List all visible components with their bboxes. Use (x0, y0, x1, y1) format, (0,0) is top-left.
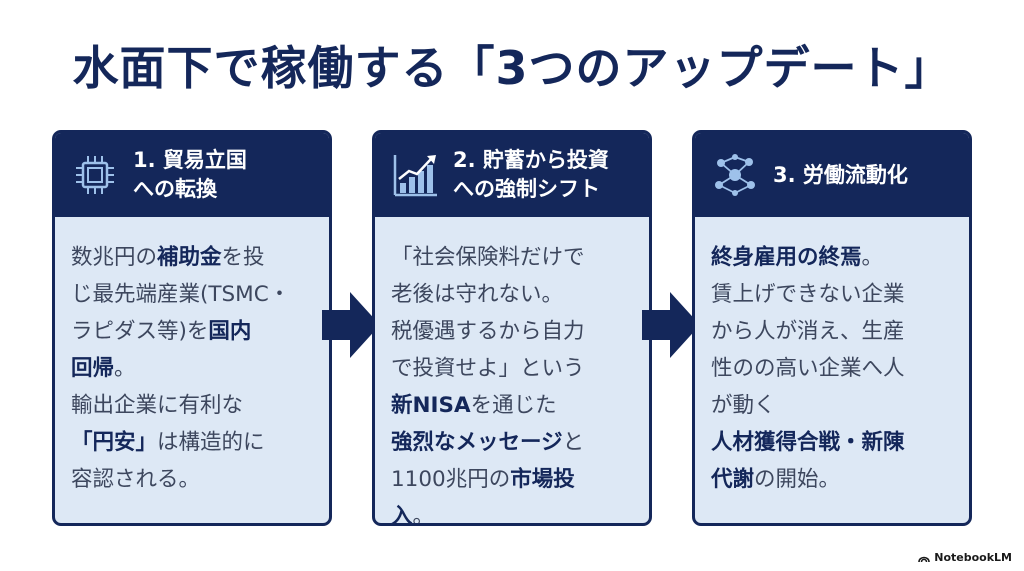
card-title: 1. 貿易立国 への転換 (133, 146, 321, 204)
body-text: 「社会保険料だけで (391, 245, 585, 270)
brand-badge: NotebookLM (918, 551, 1012, 564)
body-emphasis-text: 新NISA (391, 393, 471, 418)
card-body: 終身雇用の終焉。賃上げできない企業から人が消え、生産性のの高い企業へ人が動く人材… (711, 239, 963, 498)
card-savings-to-investment: 2. 貯蓄から投資 への強制シフト 「社会保険料だけで老後は守れない。税優遇する… (372, 130, 652, 526)
body-emphasis-text: 国内 (208, 319, 252, 344)
body-text: ラピダス等)を (71, 319, 209, 344)
body-emphasis-text: 終身雇用の終焉 (711, 245, 862, 270)
card-header: 1. 貿易立国 への転換 (55, 133, 329, 217)
body-emphasis-text: 補助金 (157, 245, 222, 270)
card-labor-mobility: 3. 労働流動化 終身雇用の終焉。賃上げできない企業から人が消え、生産性のの高い… (692, 130, 972, 526)
page-title: 水面下で稼働する「3つのアップデート」 (72, 41, 952, 95)
body-text: 賃上げできない企業 (711, 282, 905, 307)
card-body: 数兆円の補助金を投じ最先端産業(TSMC・ラピダス等)を国内回帰。輸出企業に有利… (71, 239, 323, 498)
body-text: 老後は守れない。 (391, 282, 564, 307)
body-emphasis-text: 「円安」 (71, 430, 158, 455)
body-text: の開始。 (754, 467, 841, 492)
body-text: 。 (114, 356, 136, 381)
card-title-line: 2. 貯蓄から投資 (453, 148, 609, 172)
body-emphasis-text: 強烈なメッセージ (391, 430, 563, 455)
arrow-right-icon (322, 292, 380, 358)
body-text: が動く (711, 393, 776, 418)
body-text: 。 (861, 245, 884, 270)
card-body: 「社会保険料だけで老後は守れない。税優遇するから自力で投資せよ」という新NISA… (391, 239, 643, 526)
arrow-right-icon (642, 292, 700, 358)
body-text: から人が消え、生産 (711, 319, 905, 344)
body-text: で投資せよ」という (391, 356, 585, 381)
body-text: は構造的に (157, 430, 265, 455)
card-header: 2. 貯蓄から投資 への強制シフト (375, 133, 649, 217)
chip-icon (76, 156, 114, 194)
body-text: 。 (412, 504, 435, 526)
card-header: 3. 労働流動化 (695, 133, 969, 217)
body-text: 税優遇するから自力 (391, 319, 585, 344)
body-text: 数兆円の (71, 245, 158, 270)
body-emphasis-text: 市場投 (510, 467, 575, 492)
body-text: 性のの高い企業へ人 (711, 356, 905, 381)
body-text: 1100兆円の (391, 467, 511, 492)
body-text: じ最先端産業(TSMC・ (71, 282, 291, 307)
network-icon (715, 154, 755, 196)
body-text: 輸出企業に有利な (71, 393, 244, 418)
body-text: を通じた (470, 393, 557, 418)
body-emphasis-text: 回帰 (71, 356, 115, 381)
body-emphasis-text: 代謝 (711, 467, 755, 492)
body-text: 容認される。 (71, 467, 201, 492)
body-emphasis-text: 入 (391, 504, 413, 526)
card-title-line: への転換 (133, 177, 217, 201)
card-title-line: への強制シフト (453, 177, 600, 201)
body-text: を投 (221, 245, 265, 270)
card-title: 2. 貯蓄から投資 への強制シフト (453, 146, 641, 204)
card-title-line: 3. 労働流動化 (773, 163, 908, 187)
card-title: 3. 労働流動化 (773, 161, 961, 190)
card-trade-nation: 1. 貿易立国 への転換 数兆円の補助金を投じ最先端産業(TSMC・ラピダス等)… (52, 130, 332, 526)
body-emphasis-text: 人材獲得合戦・新陳 (711, 430, 905, 455)
body-text: と (562, 430, 585, 455)
notebooklm-logo-icon (918, 556, 931, 562)
card-title-line: 1. 貿易立国 (133, 148, 247, 172)
brand-label: NotebookLM (934, 551, 1012, 564)
bar-chart-icon (393, 155, 437, 197)
